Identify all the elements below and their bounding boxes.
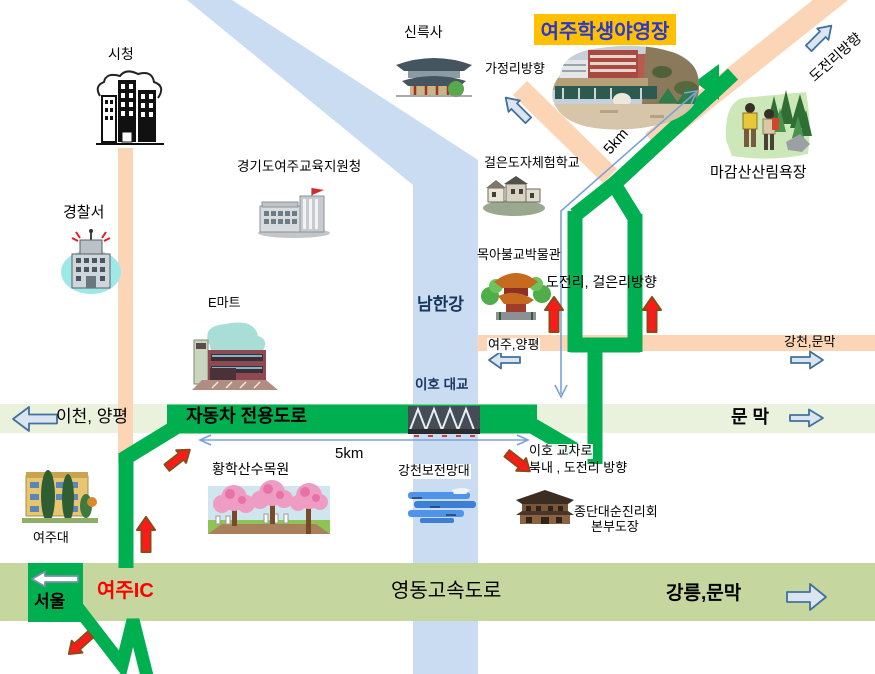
camp-title-badge: 여주학생야영장 (534, 14, 676, 45)
yeoju-univ-clipart (22, 470, 98, 523)
label-pottery-school: 걸은도자체험학교 (484, 155, 580, 170)
label-yeoju-univ: 여주대 (33, 530, 69, 545)
label-city-hall: 시청 (108, 46, 134, 62)
label-magamsan: 마감산산림욕장 (710, 164, 807, 181)
label-police: 경찰서 (63, 204, 105, 221)
arboretum-clipart (208, 480, 330, 534)
label-buknae-dojeonri: 북내 , 도전리 방향 (529, 460, 628, 475)
label-emart: E마트 (208, 295, 241, 310)
gangcheonbo-clipart (408, 488, 476, 523)
direction-block-arrows (12, 24, 833, 611)
distance-arrows (198, 89, 699, 446)
label-arboretum: 황학산수목원 (212, 461, 290, 477)
green-route (28, 64, 739, 674)
label-icheon-yangpyeong: 이천, 양평 (56, 407, 129, 426)
label-gangcheon-munmak: 강천,문막 (784, 334, 836, 349)
namhan-river-band (187, 0, 478, 674)
label-gangcheonbo: 강천보전망대 (397, 463, 471, 479)
city-hall-clipart (96, 70, 164, 145)
camp-photo (552, 45, 700, 130)
label-seoul: 서울 (34, 592, 66, 611)
label-gangneung-munmak: 강릉,문막 (666, 583, 742, 604)
label-daesoon-line2: 본부도장 (591, 519, 639, 534)
label-iho-bridge: 이호 대교 (415, 377, 469, 392)
label-munmak: 문 막 (731, 407, 770, 427)
police-station-clipart (61, 229, 121, 294)
iho-bridge-clipart (408, 406, 480, 437)
magamsan-hikers-clipart (725, 90, 812, 159)
label-silleuksa: 신륵사 (404, 24, 443, 40)
red-route-arrows (67, 296, 662, 656)
label-distance-5km-horizontal: 5km (335, 445, 364, 462)
expressway-band (0, 563, 875, 621)
label-daesoon-line1: 종단대순진리회 (574, 504, 658, 519)
daesoon-hall-clipart (516, 490, 574, 524)
label-yeoju-ic: 여주IC (97, 580, 154, 602)
label-gajeongri-direction: 가정리방향 (485, 61, 545, 76)
label-auto-road: 자동차 전용도로 (186, 406, 307, 426)
camp-arrowhead (695, 64, 719, 100)
pottery-school-clipart (483, 176, 545, 216)
edu-office-clipart (258, 188, 330, 238)
silleuksa-clipart (396, 58, 472, 97)
peach-road-gajeongri (513, 80, 617, 184)
label-expressway: 영동고속도로 (391, 580, 502, 602)
moka-museum-clipart (481, 273, 551, 320)
label-moka-museum: 목아불교박물관 (477, 247, 561, 262)
emart-clipart (192, 322, 278, 390)
label-dojeonri-georeunri-direction: 도전리, 걸은리방향 (546, 274, 657, 290)
label-namhan-river: 남한강 (417, 295, 464, 314)
label-iho-junction: 이호 교차로 (528, 443, 594, 459)
label-edu-office: 경기도여주교육지원청 (237, 159, 362, 174)
peach-road-vertical (118, 148, 133, 463)
label-yeoju-yangpyeong: 여주,양평 (487, 337, 541, 353)
